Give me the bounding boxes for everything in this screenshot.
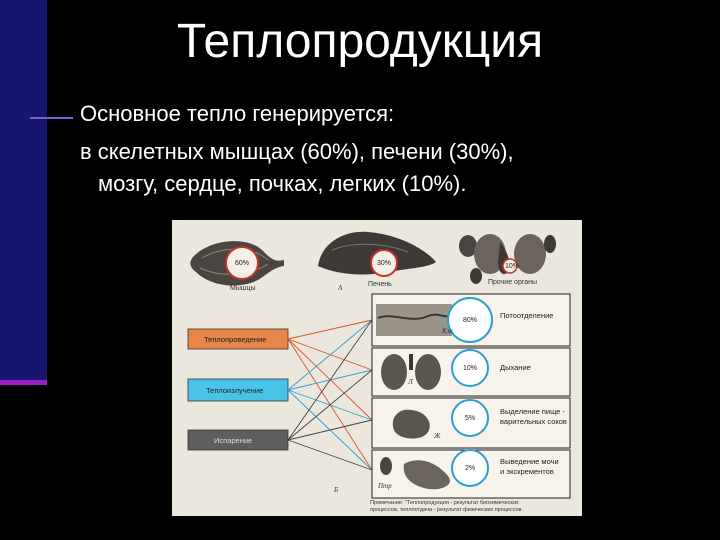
breathing-letter: Л: [407, 378, 414, 386]
liver-label: Печень: [368, 281, 392, 288]
breathing-label: Дыхание: [500, 363, 531, 372]
excretion-letter: Птр: [377, 482, 392, 490]
route-breathing: 10% Л Дыхание: [371, 347, 571, 397]
body-line-3: мозгу, сердце, почках, легких (10%).: [98, 171, 467, 196]
route-excretion: 2% Птр Выведение мочи и экскрементов: [371, 449, 571, 499]
digestive-pct: 5%: [465, 415, 475, 422]
bullet-rule: [30, 117, 73, 119]
sweating-pct: 80%: [463, 317, 477, 324]
accent-bar: [0, 0, 47, 384]
excretion-label-line1: Выведение мочи: [500, 457, 559, 466]
other-organs-illustration: 10% Прочие органы: [459, 234, 556, 286]
muscle-illustration: 60% Мышцы: [190, 241, 284, 292]
route-digestive-juices: 5% Ж Выделение пище - варительных соков: [371, 397, 571, 449]
liver-illustration: 30% Печень А: [318, 231, 436, 292]
thermogenesis-diagram: 60% Мышцы 30% Печень А 10% Прочие органы…: [172, 220, 582, 516]
panel-letter-a: А: [337, 284, 343, 292]
evaporation-label: Испарение: [214, 436, 252, 445]
connector-lines: [287, 319, 373, 471]
other-organs-label: Прочие органы: [488, 279, 537, 286]
accent-bar-underline: [0, 380, 47, 385]
thermogenesis-figure: 60% Мышцы 30% Печень А 10% Прочие органы…: [172, 220, 582, 516]
panel-letter-b: Б: [333, 486, 338, 494]
radiation-label: Теплоизлучение: [206, 386, 263, 395]
muscle-pct: 60%: [235, 260, 249, 267]
body-line-1: Основное тепло генерируется:: [80, 101, 395, 126]
digestive-letter: Ж: [433, 432, 441, 440]
muscle-label: Мышцы: [230, 285, 256, 292]
route-sweating: 80% Кж Потоотделение: [371, 293, 571, 347]
liver-pct: 30%: [377, 260, 391, 267]
excretion-label-line2: и экскрементов: [500, 467, 554, 476]
excretion-pct: 2%: [465, 465, 475, 472]
figure-note-line2: процессов, теплоотдача - результат физич…: [370, 507, 523, 513]
sweating-label: Потоотделение: [500, 311, 553, 320]
sweating-letter: Кж: [441, 327, 454, 335]
slide-title: Теплопродукция: [176, 15, 544, 68]
digestive-label-line1: Выделение пище -: [500, 407, 565, 416]
breathing-pct: 10%: [463, 365, 477, 372]
digestive-label-line2: варительных соков: [500, 417, 567, 426]
conduction-label: Теплопроведение: [204, 335, 266, 344]
other-organs-pct: 10%: [505, 263, 519, 270]
body-line-2: в скелетных мышцах (60%), печени (30%),: [80, 139, 514, 164]
figure-note-line1: Примечание: "Теплопродукция - результат …: [370, 500, 519, 506]
